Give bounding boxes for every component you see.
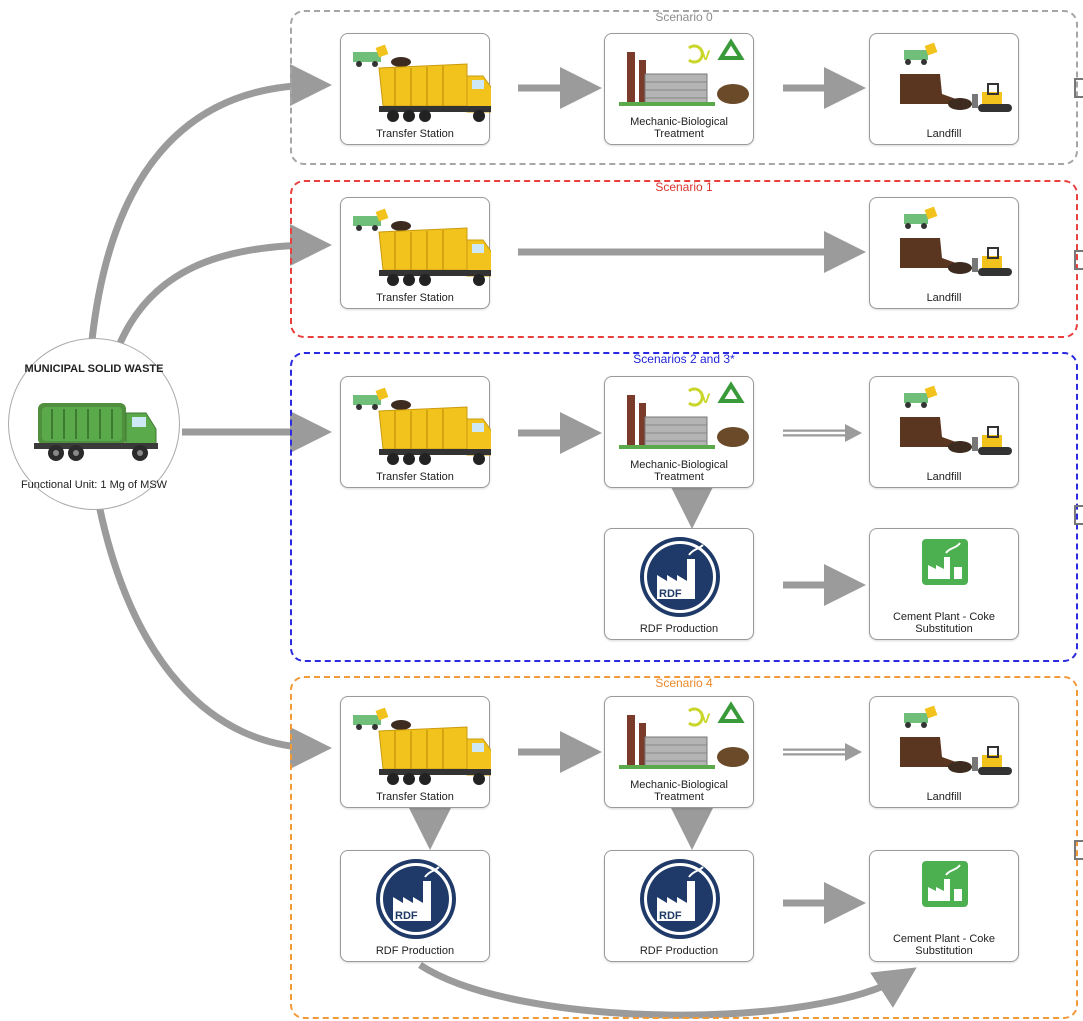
cement-plant-icon: [922, 861, 968, 907]
dump-truck-icon: [353, 387, 491, 465]
node-rdf-production: RDF RDF Production: [340, 850, 490, 962]
scenario-0-box: Scenario 0: [290, 10, 1078, 165]
node-mechanic-biological-treatment: V Mechanic-Biological Treatment: [604, 376, 754, 488]
node-landfill: Landfill: [869, 696, 1019, 808]
node-label: Landfill: [926, 128, 962, 140]
landfill-bulldozer-icon: [900, 42, 1012, 112]
node-label: RDF Production: [639, 945, 719, 957]
treatment-plant-icon: V: [619, 381, 749, 449]
scenario-2-3-box: Scenarios 2 and 3*: [290, 352, 1078, 662]
node-landfill: Landfill: [869, 197, 1019, 309]
source-title: MUNICIPAL SOLID WASTE: [24, 363, 164, 375]
dump-truck-icon: [353, 707, 491, 785]
svg-text:RDF: RDF: [659, 910, 682, 922]
treatment-plant-icon: V: [619, 701, 749, 769]
scenario-0-title: Scenario 0: [655, 10, 713, 24]
node-label: Landfill: [926, 791, 962, 803]
node-landfill: Landfill: [869, 33, 1019, 145]
scenario-4-title: Scenario 4: [655, 676, 713, 690]
arrow-source-to-s4: [94, 499, 332, 769]
node-label: Landfill: [926, 471, 962, 483]
dump-truck-icon: [353, 208, 491, 286]
node-rdf-production: RDF RDF Production: [604, 850, 754, 962]
node-label: Landfill: [926, 292, 962, 304]
node-mechanic-biological-treatment: V Mechanic-Biological Treatment: [604, 696, 754, 808]
node-transfer-station: Transfer Station: [340, 33, 491, 145]
svg-text:RDF: RDF: [395, 910, 418, 922]
node-label: Cement Plant - Coke Substitution: [892, 611, 996, 635]
node-cement-plant: Cement Plant - Coke Substitution: [869, 850, 1019, 962]
node-transfer-station: Transfer Station: [340, 197, 491, 309]
node-landfill: Landfill: [869, 376, 1019, 488]
garbage-truck-icon: [34, 403, 158, 461]
landfill-bulldozer-icon: [900, 385, 1012, 455]
scenario-4-box: Scenario 4: [290, 676, 1078, 1019]
scenario-1-box: Scenario 1: [290, 180, 1078, 338]
node-label: Cement Plant - Coke Substitution: [892, 933, 996, 957]
dump-truck-icon: [353, 44, 491, 122]
node-label: Transfer Station: [376, 471, 454, 483]
municipal-solid-waste-source: MUNICIPAL SOLID WASTE Functional Unit: 1…: [8, 338, 180, 510]
scenario-1-title: Scenario 1: [655, 180, 713, 194]
svg-text:RDF: RDF: [659, 588, 682, 600]
node-mechanic-biological-treatment: V Mechanic-Biological Treatment: [604, 33, 754, 145]
node-label: RDF Production: [375, 945, 455, 957]
node-label: Transfer Station: [376, 791, 454, 803]
node-label: Mechanic-Biological Treatment: [630, 779, 728, 803]
edge-tab: [1074, 250, 1083, 270]
arrow-source-to-s1: [114, 224, 332, 350]
node-label: RDF Production: [639, 623, 719, 635]
edge-tab: [1074, 505, 1083, 525]
svg-text:V: V: [701, 390, 711, 406]
landfill-bulldozer-icon: [900, 705, 1012, 775]
rdf-factory-icon: RDF: [640, 859, 720, 939]
rdf-factory-icon: RDF: [376, 859, 456, 939]
node-transfer-station: Transfer Station: [340, 696, 491, 808]
node-label: Transfer Station: [376, 292, 454, 304]
edge-tab: [1074, 840, 1083, 860]
cement-plant-icon: [922, 539, 968, 585]
arrow-source-to-s0: [88, 64, 332, 341]
edge-tab: [1074, 78, 1083, 98]
node-label: Mechanic-Biological Treatment: [630, 116, 728, 140]
landfill-bulldozer-icon: [900, 206, 1012, 276]
rdf-factory-icon: RDF: [640, 537, 720, 617]
node-transfer-station: Transfer Station: [340, 376, 491, 488]
arrow-s4-rdf1-cement-curve: [418, 962, 917, 1019]
node-rdf-production: RDF RDF Production: [604, 528, 754, 640]
svg-text:V: V: [701, 47, 711, 63]
node-label: Transfer Station: [376, 128, 454, 140]
node-cement-plant: Cement Plant - Coke Substitution: [869, 528, 1019, 640]
scenario-2-3-title: Scenarios 2 and 3*: [633, 352, 735, 366]
node-label: Mechanic-Biological Treatment: [630, 459, 728, 483]
treatment-plant-icon: V: [619, 38, 749, 106]
functional-unit-label: Functional Unit: 1 Mg of MSW: [20, 479, 168, 491]
svg-text:V: V: [701, 710, 711, 726]
